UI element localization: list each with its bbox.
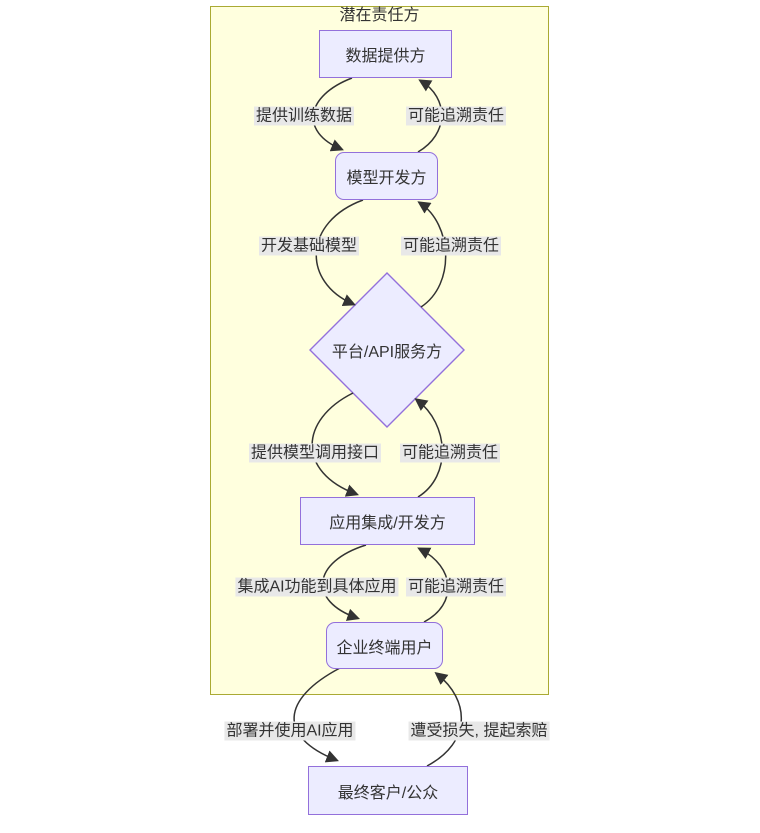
edge-label-integrate-ai: 集成AI功能到具体应用 [235, 577, 399, 597]
node-platform-api-label: 平台/API服务方 [331, 344, 443, 361]
edge-label-suffer-loss-claim: 遭受损失, 提起索赔 [408, 721, 550, 741]
node-enterprise-user: 企业终端用户 [326, 622, 443, 669]
edge-label-trace-1: 可能追溯责任 [405, 106, 507, 126]
edge-label-provide-training-data: 提供训练数据 [253, 106, 355, 126]
edge-label-provide-model-api: 提供模型调用接口 [248, 443, 382, 463]
cluster-title: 潜在责任方 [339, 7, 420, 24]
edge-label-trace-2: 可能追溯责任 [400, 236, 502, 256]
node-platform-api-diamond-shape [309, 272, 465, 428]
node-model-developer: 模型开发方 [335, 152, 438, 200]
edge-label-deploy-use-ai: 部署并使用AI应用 [224, 721, 356, 741]
edge-label-trace-3: 可能追溯责任 [399, 443, 501, 463]
edge-label-develop-base-model: 开发基础模型 [258, 236, 360, 256]
node-end-customer: 最终客户/公众 [308, 766, 468, 815]
edge-deploy-use-ai [293, 667, 341, 763]
node-data-provider: 数据提供方 [319, 30, 452, 78]
node-app-integrator: 应用集成/开发方 [300, 497, 475, 545]
edge-label-trace-4: 可能追溯责任 [405, 577, 507, 597]
edge-suffer-loss-claim [426, 672, 462, 767]
